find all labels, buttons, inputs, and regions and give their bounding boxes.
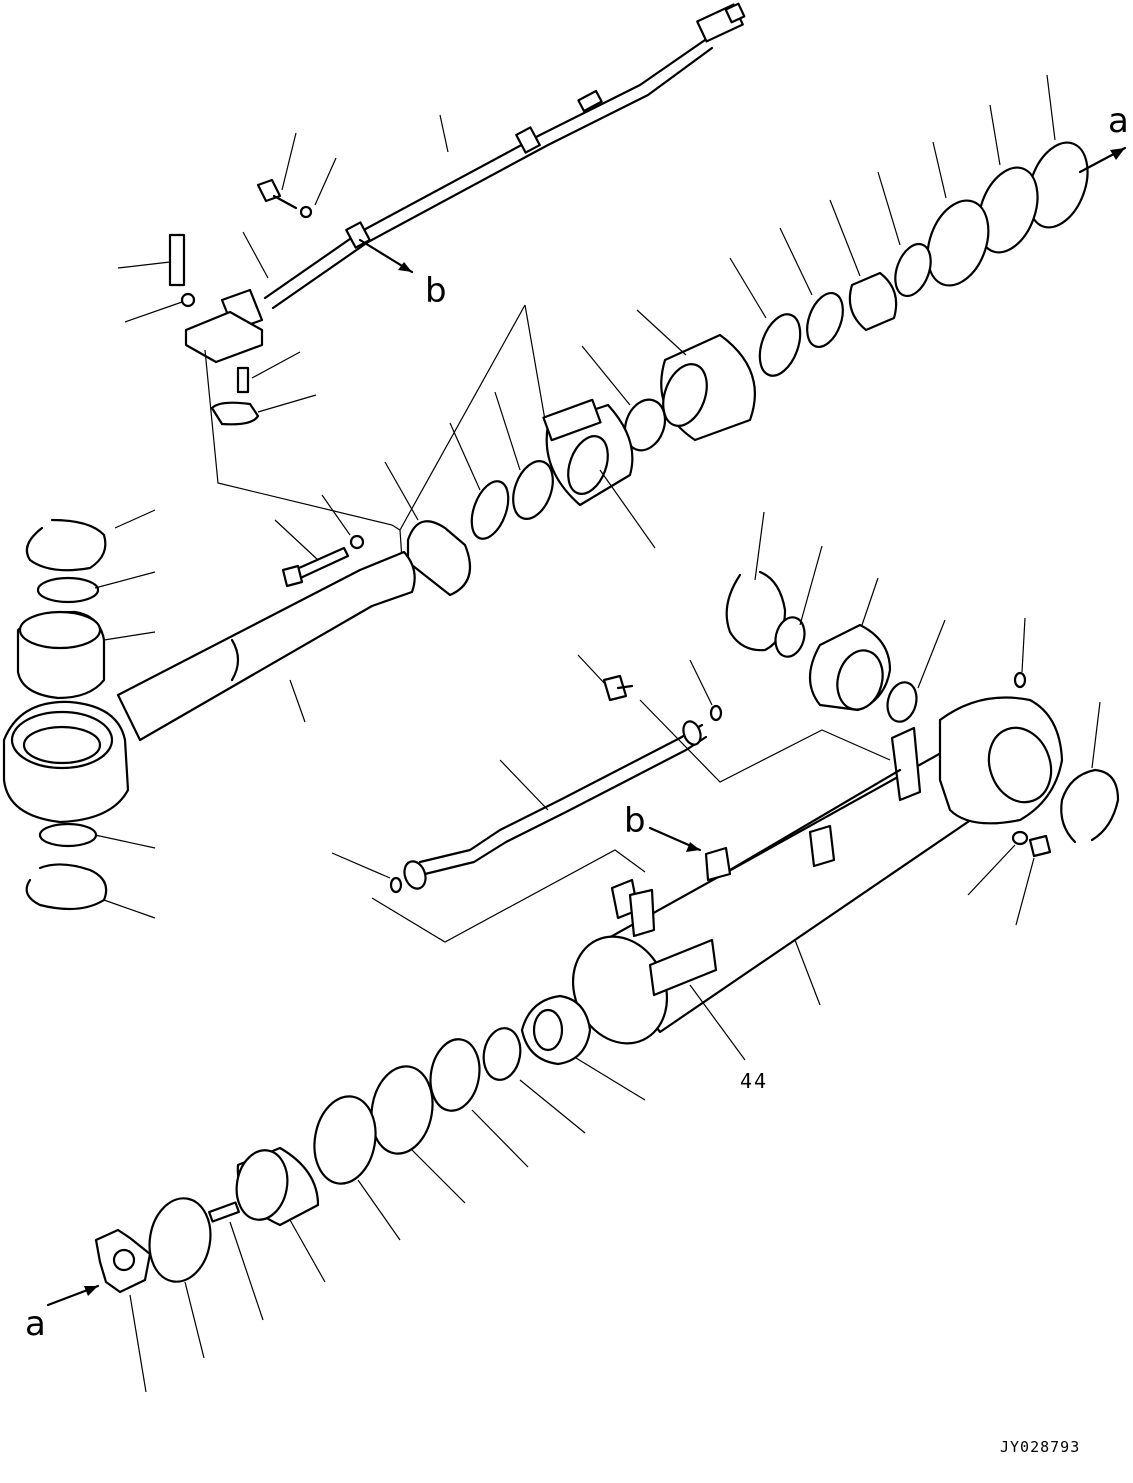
ref-b-top-label: b bbox=[425, 271, 447, 311]
part-number-label: 44 bbox=[740, 1069, 768, 1093]
ref-a-top-label: a bbox=[1108, 101, 1129, 141]
sensor-cable-assembly bbox=[117, 2, 746, 426]
ref-a-bottom-label: a bbox=[25, 1304, 46, 1344]
bottom-nut-series bbox=[94, 994, 646, 1393]
mid-bracket-line bbox=[371, 849, 646, 943]
head-seal-series bbox=[281, 141, 1089, 597]
cylinder-barrel bbox=[571, 617, 1064, 1061]
drawing-code: JY028793 bbox=[1000, 1438, 1080, 1456]
reference-arrows bbox=[46, 146, 1127, 1307]
mid-pipe bbox=[331, 654, 723, 894]
piston-series bbox=[725, 511, 1120, 844]
group-bracket-line bbox=[204, 349, 401, 531]
head-seal-leaders bbox=[274, 74, 1056, 561]
ref-b-mid-label: b bbox=[624, 801, 646, 841]
piston-rod bbox=[2, 509, 416, 919]
